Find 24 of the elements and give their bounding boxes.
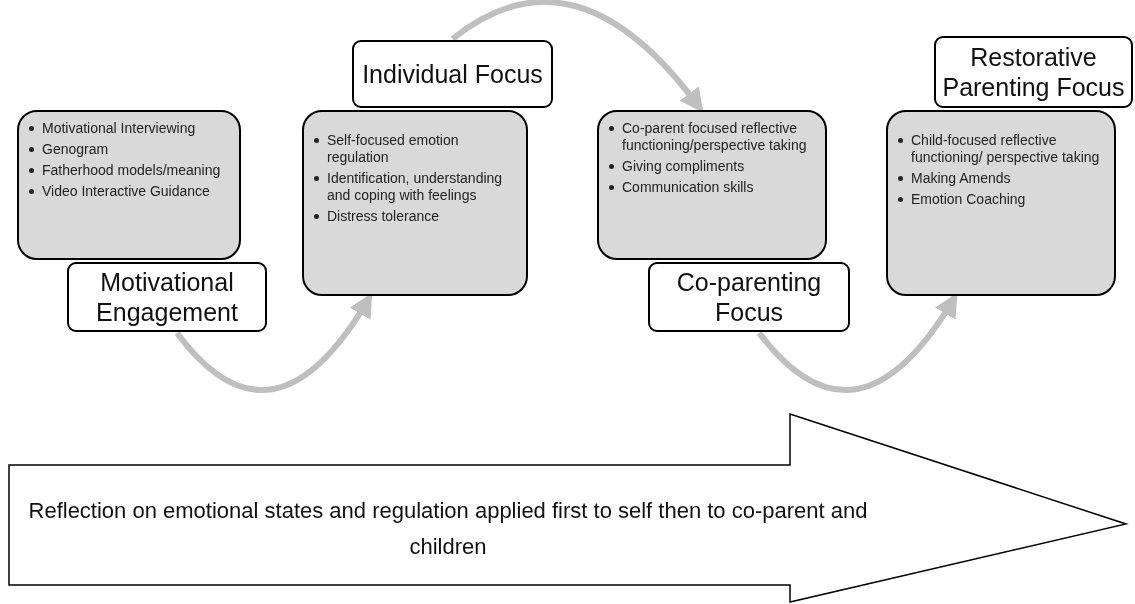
bullet-item: Self-focused emotion regulation — [327, 132, 460, 166]
bullet-item: Child-focused reflective functioning/ perspective taking — [911, 132, 1101, 166]
bullet-item: Emotion Coaching — [911, 191, 1026, 208]
bullet-item: Genogram — [42, 141, 109, 158]
block-arrow — [8, 413, 1130, 604]
stage-title-box: Restorative Parenting Focus — [934, 36, 1133, 108]
arrow-text: Reflection on emotional states and regulation applied first to self then to co-parent and children — [28, 497, 868, 561]
bullet-item: Fatherhood models/meaning — [42, 162, 221, 179]
stage-card — [17, 110, 241, 260]
bullet-item: Video Interactive Guidance — [42, 183, 210, 200]
stage-title-box: Individual Focus — [352, 40, 553, 108]
stage-title-box: Motivational Engagement — [67, 262, 267, 332]
bullet-item: Communication skills — [622, 179, 754, 196]
bullet-item: Giving compliments — [622, 158, 745, 175]
bullet-item: Motivational Interviewing — [42, 120, 196, 137]
bullet-item: Identification, understanding and coping with feelings — [327, 170, 504, 204]
stage-card — [597, 110, 827, 260]
stage-title-box: Co-parenting Focus — [648, 262, 850, 332]
curved-arrow — [450, 0, 704, 113]
bullet-item: Making Amends — [911, 170, 1011, 187]
bullet-item: Distress tolerance — [327, 208, 440, 225]
stage-card — [302, 110, 528, 296]
bullet-item: Co-parent focused reflective functioning/perspective taking — [622, 120, 808, 154]
stage-card — [886, 110, 1116, 296]
